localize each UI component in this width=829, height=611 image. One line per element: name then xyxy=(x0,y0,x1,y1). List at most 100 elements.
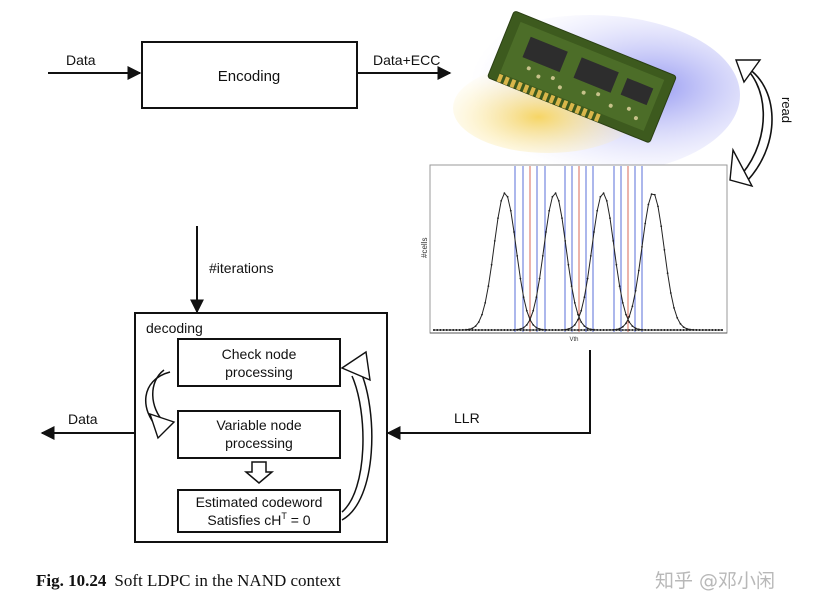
vth-curve-marker xyxy=(682,329,685,331)
vth-curve-marker xyxy=(529,329,531,331)
vth-curve-marker xyxy=(503,192,506,195)
vth-curve-marker xyxy=(618,285,621,287)
vth-curve-marker xyxy=(567,263,570,266)
variable-node-line1: Variable node xyxy=(216,417,302,433)
vth-curve-marker xyxy=(490,329,493,331)
vth-curve-marker xyxy=(586,327,589,330)
vth-curve-marker xyxy=(573,324,576,326)
vth-curve-marker xyxy=(663,329,666,331)
vth-curve-marker xyxy=(650,193,653,196)
vth-curve-marker xyxy=(468,329,471,331)
check-node-box xyxy=(177,338,341,387)
vth-curve-marker xyxy=(583,325,586,327)
right-loop-arrow-icon xyxy=(340,350,373,521)
vth-curve-marker xyxy=(535,326,538,329)
read-arrow-icon xyxy=(729,59,773,188)
vth-curve-marker xyxy=(525,309,528,312)
vth-curve-marker xyxy=(525,329,528,331)
vth-curve-marker xyxy=(586,277,589,280)
vth-curve-marker xyxy=(599,195,602,198)
vth-curve-marker xyxy=(545,329,547,331)
vth-curve-marker xyxy=(612,240,615,242)
vth-curve-marker xyxy=(500,329,503,331)
vth-curve-marker xyxy=(596,209,599,212)
vth-curve-marker xyxy=(679,329,682,331)
vth-curve-marker xyxy=(628,315,631,318)
vth-curve-marker xyxy=(625,322,627,325)
vth-curve-marker xyxy=(666,329,669,331)
vth-curve-marker xyxy=(519,329,522,331)
watermark: 知乎 @邓小闲 xyxy=(655,570,776,592)
vth-curve-marker xyxy=(532,309,535,312)
vth-curve-marker xyxy=(721,329,723,331)
vth-curve-marker xyxy=(673,329,675,331)
vth-curve-marker xyxy=(548,209,551,212)
vth-curve-marker xyxy=(580,321,583,323)
vth-curve-marker xyxy=(516,255,519,257)
vth-curve-marker xyxy=(669,292,672,294)
variable-node-box xyxy=(177,410,341,459)
vth-curve-marker xyxy=(583,296,586,299)
llr-arrow xyxy=(386,350,591,440)
vth-curve-marker xyxy=(580,329,583,331)
vth-curve-marker xyxy=(609,217,611,220)
vth-curve-marker xyxy=(503,329,506,331)
vth-curve-marker xyxy=(669,329,672,331)
vth-curve-marker xyxy=(711,329,714,331)
vth-curve-marker xyxy=(631,325,634,327)
vth-curve-marker xyxy=(522,326,525,329)
vth-curve-marker xyxy=(689,328,691,331)
vth-distribution-plot xyxy=(429,164,728,334)
vth-curve-marker xyxy=(676,316,679,319)
vth-curve-marker xyxy=(647,203,650,206)
vth-curve-marker xyxy=(586,329,589,331)
vth-curve-marker xyxy=(535,296,538,299)
vth-curve-marker xyxy=(554,192,557,195)
nand-chip-image xyxy=(440,11,740,175)
vth-curve-marker xyxy=(618,329,621,331)
vth-curve-marker xyxy=(589,329,592,331)
vth-curve-marker xyxy=(657,205,659,208)
vth-curve-marker xyxy=(653,329,656,331)
vth-curve-marker xyxy=(545,231,547,233)
vth-curve-marker xyxy=(481,329,483,331)
vth-curve-marker xyxy=(557,329,560,331)
vth-curve-marker xyxy=(676,329,679,331)
figure-caption-text: Soft LDPC in the NAND context xyxy=(114,571,341,590)
vth-curve-marker xyxy=(714,329,717,331)
vth-curve-marker xyxy=(487,285,490,287)
vth-curve-marker xyxy=(564,329,567,331)
vth-curve-marker xyxy=(647,329,650,331)
vth-curve-marker xyxy=(433,329,435,331)
vth-curve-marker xyxy=(538,329,541,331)
vth-curve-marker xyxy=(458,329,461,331)
vth-curve-marker xyxy=(484,329,487,331)
vth-curve-marker xyxy=(701,329,704,331)
vth-curve-marker xyxy=(644,329,647,331)
vth-curve-marker xyxy=(471,329,474,331)
vth-curve-marker xyxy=(621,302,624,304)
vth-curve-marker xyxy=(541,329,544,331)
vth-curve-marker xyxy=(513,231,515,233)
vth-curve-marker xyxy=(570,285,573,287)
vth-curve-marker xyxy=(692,328,695,331)
vth-curve-marker xyxy=(516,329,519,331)
vth-curve-marker xyxy=(634,329,637,331)
vth-curve-marker xyxy=(685,327,688,330)
vth-curve-marker xyxy=(449,329,451,331)
vth-curve-marker xyxy=(634,289,637,292)
vth-curve-marker xyxy=(628,321,631,323)
vth-curve-marker xyxy=(650,329,653,331)
vth-curve-marker xyxy=(634,327,637,330)
vth-curve-marker xyxy=(465,329,467,331)
vth-curve-marker xyxy=(679,322,682,325)
vth-curve-marker xyxy=(602,192,605,195)
vth-curve-marker xyxy=(637,328,640,331)
vth-curve-marker xyxy=(525,324,528,326)
vth-curve-marker xyxy=(657,329,659,331)
iterations-label: #iterations xyxy=(209,260,274,276)
vth-curve-marker xyxy=(436,329,439,331)
vth-curve-marker xyxy=(535,329,538,331)
vth-curves xyxy=(433,192,723,331)
vth-curve-marker xyxy=(541,255,544,257)
